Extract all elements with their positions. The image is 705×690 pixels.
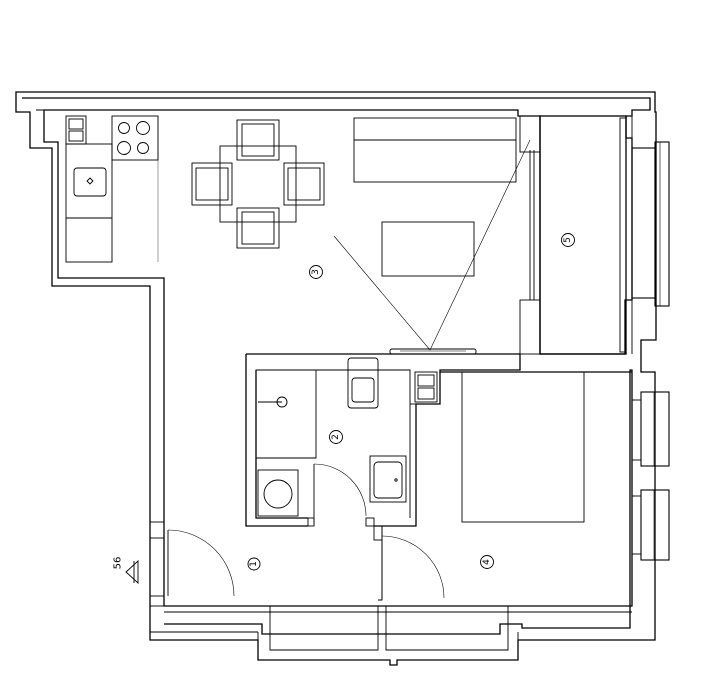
interior-walls	[149, 116, 632, 607]
room-label-5: 5	[563, 237, 573, 243]
doors	[163, 463, 445, 600]
bed	[461, 371, 585, 523]
room-label-2: 2	[331, 434, 341, 440]
room-label-3: 3	[311, 269, 321, 275]
room-label-1: 1	[249, 561, 259, 567]
windows	[631, 141, 670, 561]
entrance-label: 56	[113, 557, 124, 570]
bathroom-fixtures	[255, 357, 438, 517]
room-marker-2: 2	[329, 430, 343, 444]
entrance-marker: 56	[113, 557, 139, 585]
dining-set	[191, 119, 325, 249]
kitchen	[65, 115, 159, 263]
living-furniture	[333, 117, 531, 355]
room-marker-5: 5	[561, 233, 575, 247]
room-marker-1: 1	[247, 557, 261, 571]
room-marker-4: 4	[480, 555, 494, 569]
room-marker-3: 3	[309, 265, 323, 279]
room-label-4: 4	[482, 559, 492, 565]
balcony	[519, 115, 627, 355]
